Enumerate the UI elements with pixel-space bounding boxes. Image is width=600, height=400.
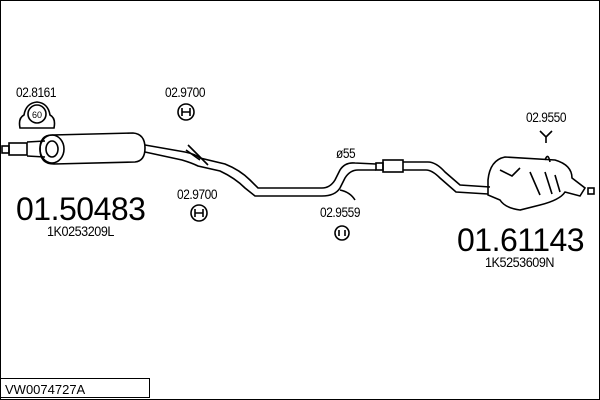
front-pipe-stub [1, 140, 46, 158]
oem-number: 1K0253209L [47, 223, 114, 239]
accessory-label: 02.9559 [320, 204, 361, 220]
exhaust-pipe [144, 144, 491, 201]
pipe-diameter-label: ø55 [336, 145, 356, 161]
reference-code: VW0074727A [0, 378, 150, 398]
rubber-mount-icon [190, 204, 208, 222]
rubber-mount-icon [334, 225, 350, 241]
clamp-icon [18, 101, 56, 129]
part-number: 01.50483 [16, 191, 146, 227]
accessory-label: 02.9700 [165, 84, 206, 100]
clamp-size-label: 60 [32, 110, 42, 120]
accessory-label: 02.8161 [16, 84, 57, 100]
bracket-icon [539, 130, 553, 143]
rubber-mount-icon [177, 103, 195, 121]
rear-silencer [487, 155, 595, 211]
oem-number: 1K5253609N [485, 254, 555, 270]
part-number: 01.61143 [457, 222, 585, 258]
accessory-label: 02.9700 [177, 186, 218, 202]
accessory-label: 02.9550 [526, 109, 567, 125]
middle-silencer [39, 132, 146, 165]
